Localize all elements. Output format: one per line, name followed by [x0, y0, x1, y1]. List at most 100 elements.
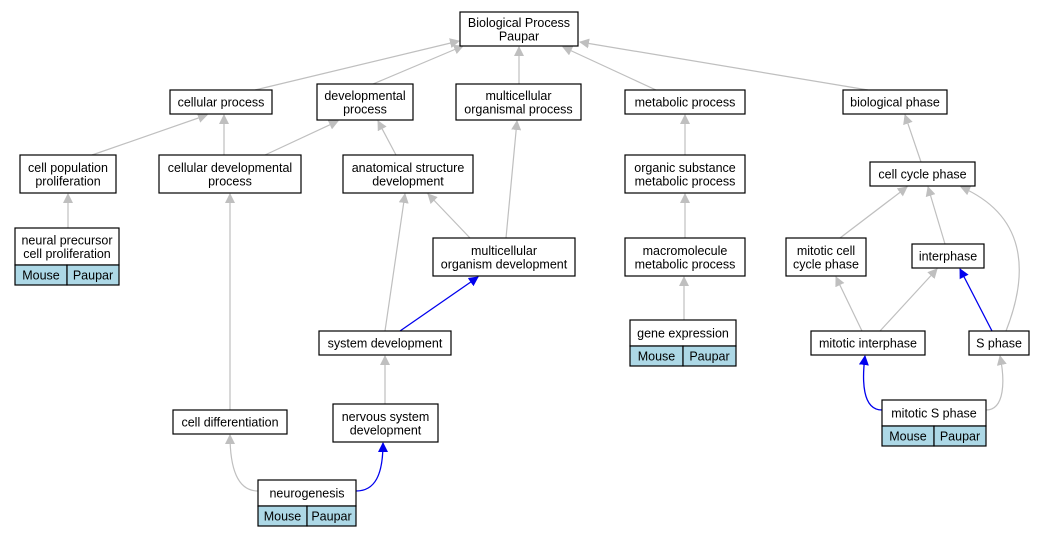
node-cellular-process[interactable]: cellular process	[169, 89, 273, 115]
node-box	[158, 154, 302, 194]
tag-label-mouse: Mouse	[264, 510, 302, 524]
node-label-line: gene expression	[637, 327, 729, 341]
edge-cellular-developmental-process-to-developmental-process	[264, 120, 339, 156]
edge-neurogenesis-to-cell-differentiation	[225, 434, 259, 492]
node-label-line: system development	[328, 337, 443, 351]
edge-neurogenesis-to-nervous-system-development	[355, 442, 388, 492]
node-cell-differentiation[interactable]: cell differentiation	[172, 409, 288, 435]
node-cell-cycle-phase[interactable]: cell cycle phase	[869, 161, 976, 187]
node-box	[19, 154, 117, 194]
edge-mitotic-interphase-to-mitotic-cell-cycle-phase	[835, 276, 863, 332]
node-system-development[interactable]: system development	[318, 330, 452, 356]
node-box	[332, 403, 439, 443]
node-label-line: development	[372, 174, 444, 188]
tag-box-paupar	[306, 505, 357, 527]
node-box	[455, 83, 582, 121]
node-biological-phase[interactable]: biological phase	[842, 89, 948, 115]
edge-s-phase-to-interphase	[959, 268, 993, 332]
node-s-phase[interactable]: S phase	[968, 330, 1030, 356]
node-label-line: macromolecule	[643, 244, 728, 258]
node-metabolic-process[interactable]: metabolic process	[624, 89, 746, 115]
edge-cellular-process-to-biological-process	[254, 38, 460, 91]
node-box	[432, 237, 576, 277]
node-label-line: process	[343, 102, 387, 116]
edge-system-development-to-multicellular-organism-development	[399, 276, 479, 332]
node-label-line: cell cycle phase	[878, 168, 966, 182]
node-box	[911, 243, 985, 269]
edge-multicellular-organism-development-to-anatomical-structure-development	[427, 193, 471, 239]
node-label-line: organic substance	[634, 161, 736, 175]
node-label-line: metabolic process	[635, 174, 736, 188]
node-box	[968, 330, 1030, 356]
edge-system-development-to-anatomical-structure-development	[384, 193, 409, 332]
node-box	[785, 237, 867, 277]
node-label-line: process	[208, 174, 252, 188]
node-box	[14, 227, 120, 266]
edge-cell-population-proliferation-to-cellular-process	[91, 113, 208, 156]
tag-label-mouse: Mouse	[22, 269, 60, 283]
edge-interphase-to-cell-cycle-phase	[925, 186, 946, 245]
node-label-line: proliferation	[35, 174, 100, 188]
node-label-line: neurogenesis	[269, 487, 344, 501]
edge-developmental-process-to-biological-process	[372, 44, 464, 85]
node-box	[842, 89, 948, 115]
node-label-line: organism development	[441, 257, 568, 271]
node-label-line: Biological Process	[468, 16, 570, 30]
node-label-line: interphase	[919, 250, 977, 264]
node-label-line: developmental	[324, 89, 405, 103]
edge-mitotic-interphase-to-interphase	[879, 268, 938, 332]
node-box	[169, 89, 273, 115]
node-label-line: development	[350, 423, 422, 437]
edge-mitotic-cell-cycle-phase-to-cell-cycle-phase	[839, 186, 908, 239]
node-label-line: multicellular	[471, 244, 537, 258]
edges-layer	[63, 38, 1020, 492]
node-box	[810, 330, 926, 356]
node-box	[624, 237, 746, 277]
node-box	[869, 161, 976, 187]
node-label-line: biological phase	[850, 96, 940, 110]
tag-label-paupar: Paupar	[311, 510, 351, 524]
tag-label-mouse: Mouse	[889, 430, 927, 444]
edge-mitotic-s-phase-to-s-phase	[985, 355, 1007, 411]
node-box	[318, 330, 452, 356]
tag-label-paupar: Paupar	[73, 269, 113, 283]
node-label-line: neural precursor	[21, 233, 112, 247]
edge-s-phase-to-cell-cycle-phase	[960, 186, 1020, 332]
node-label-line: cell differentiation	[181, 416, 278, 430]
node-box	[316, 83, 414, 121]
node-box	[459, 11, 579, 47]
node-label-line: cell proliferation	[23, 247, 111, 261]
node-mitotic-interphase[interactable]: mitotic interphase	[810, 330, 926, 356]
node-label-line: anatomical structure	[352, 161, 465, 175]
node-label-line: organismal process	[464, 102, 572, 116]
node-label-line: mitotic cell	[797, 244, 855, 258]
edge-anatomical-structure-development-to-developmental-process	[377, 120, 397, 156]
node-label-line: mitotic interphase	[819, 337, 917, 351]
tag-box-paupar	[682, 345, 737, 367]
node-label-line: cellular process	[178, 96, 265, 110]
node-label-line: metabolic process	[635, 96, 736, 110]
tag-box-paupar	[66, 264, 120, 286]
edge-mitotic-s-phase-to-mitotic-interphase	[858, 355, 883, 411]
node-label-line: cellular developmental	[168, 161, 292, 175]
tag-label-mouse: Mouse	[638, 350, 676, 364]
tag-box-paupar	[933, 425, 987, 447]
edge-biological-phase-to-biological-process	[579, 38, 869, 91]
node-interphase[interactable]: interphase	[911, 243, 985, 269]
